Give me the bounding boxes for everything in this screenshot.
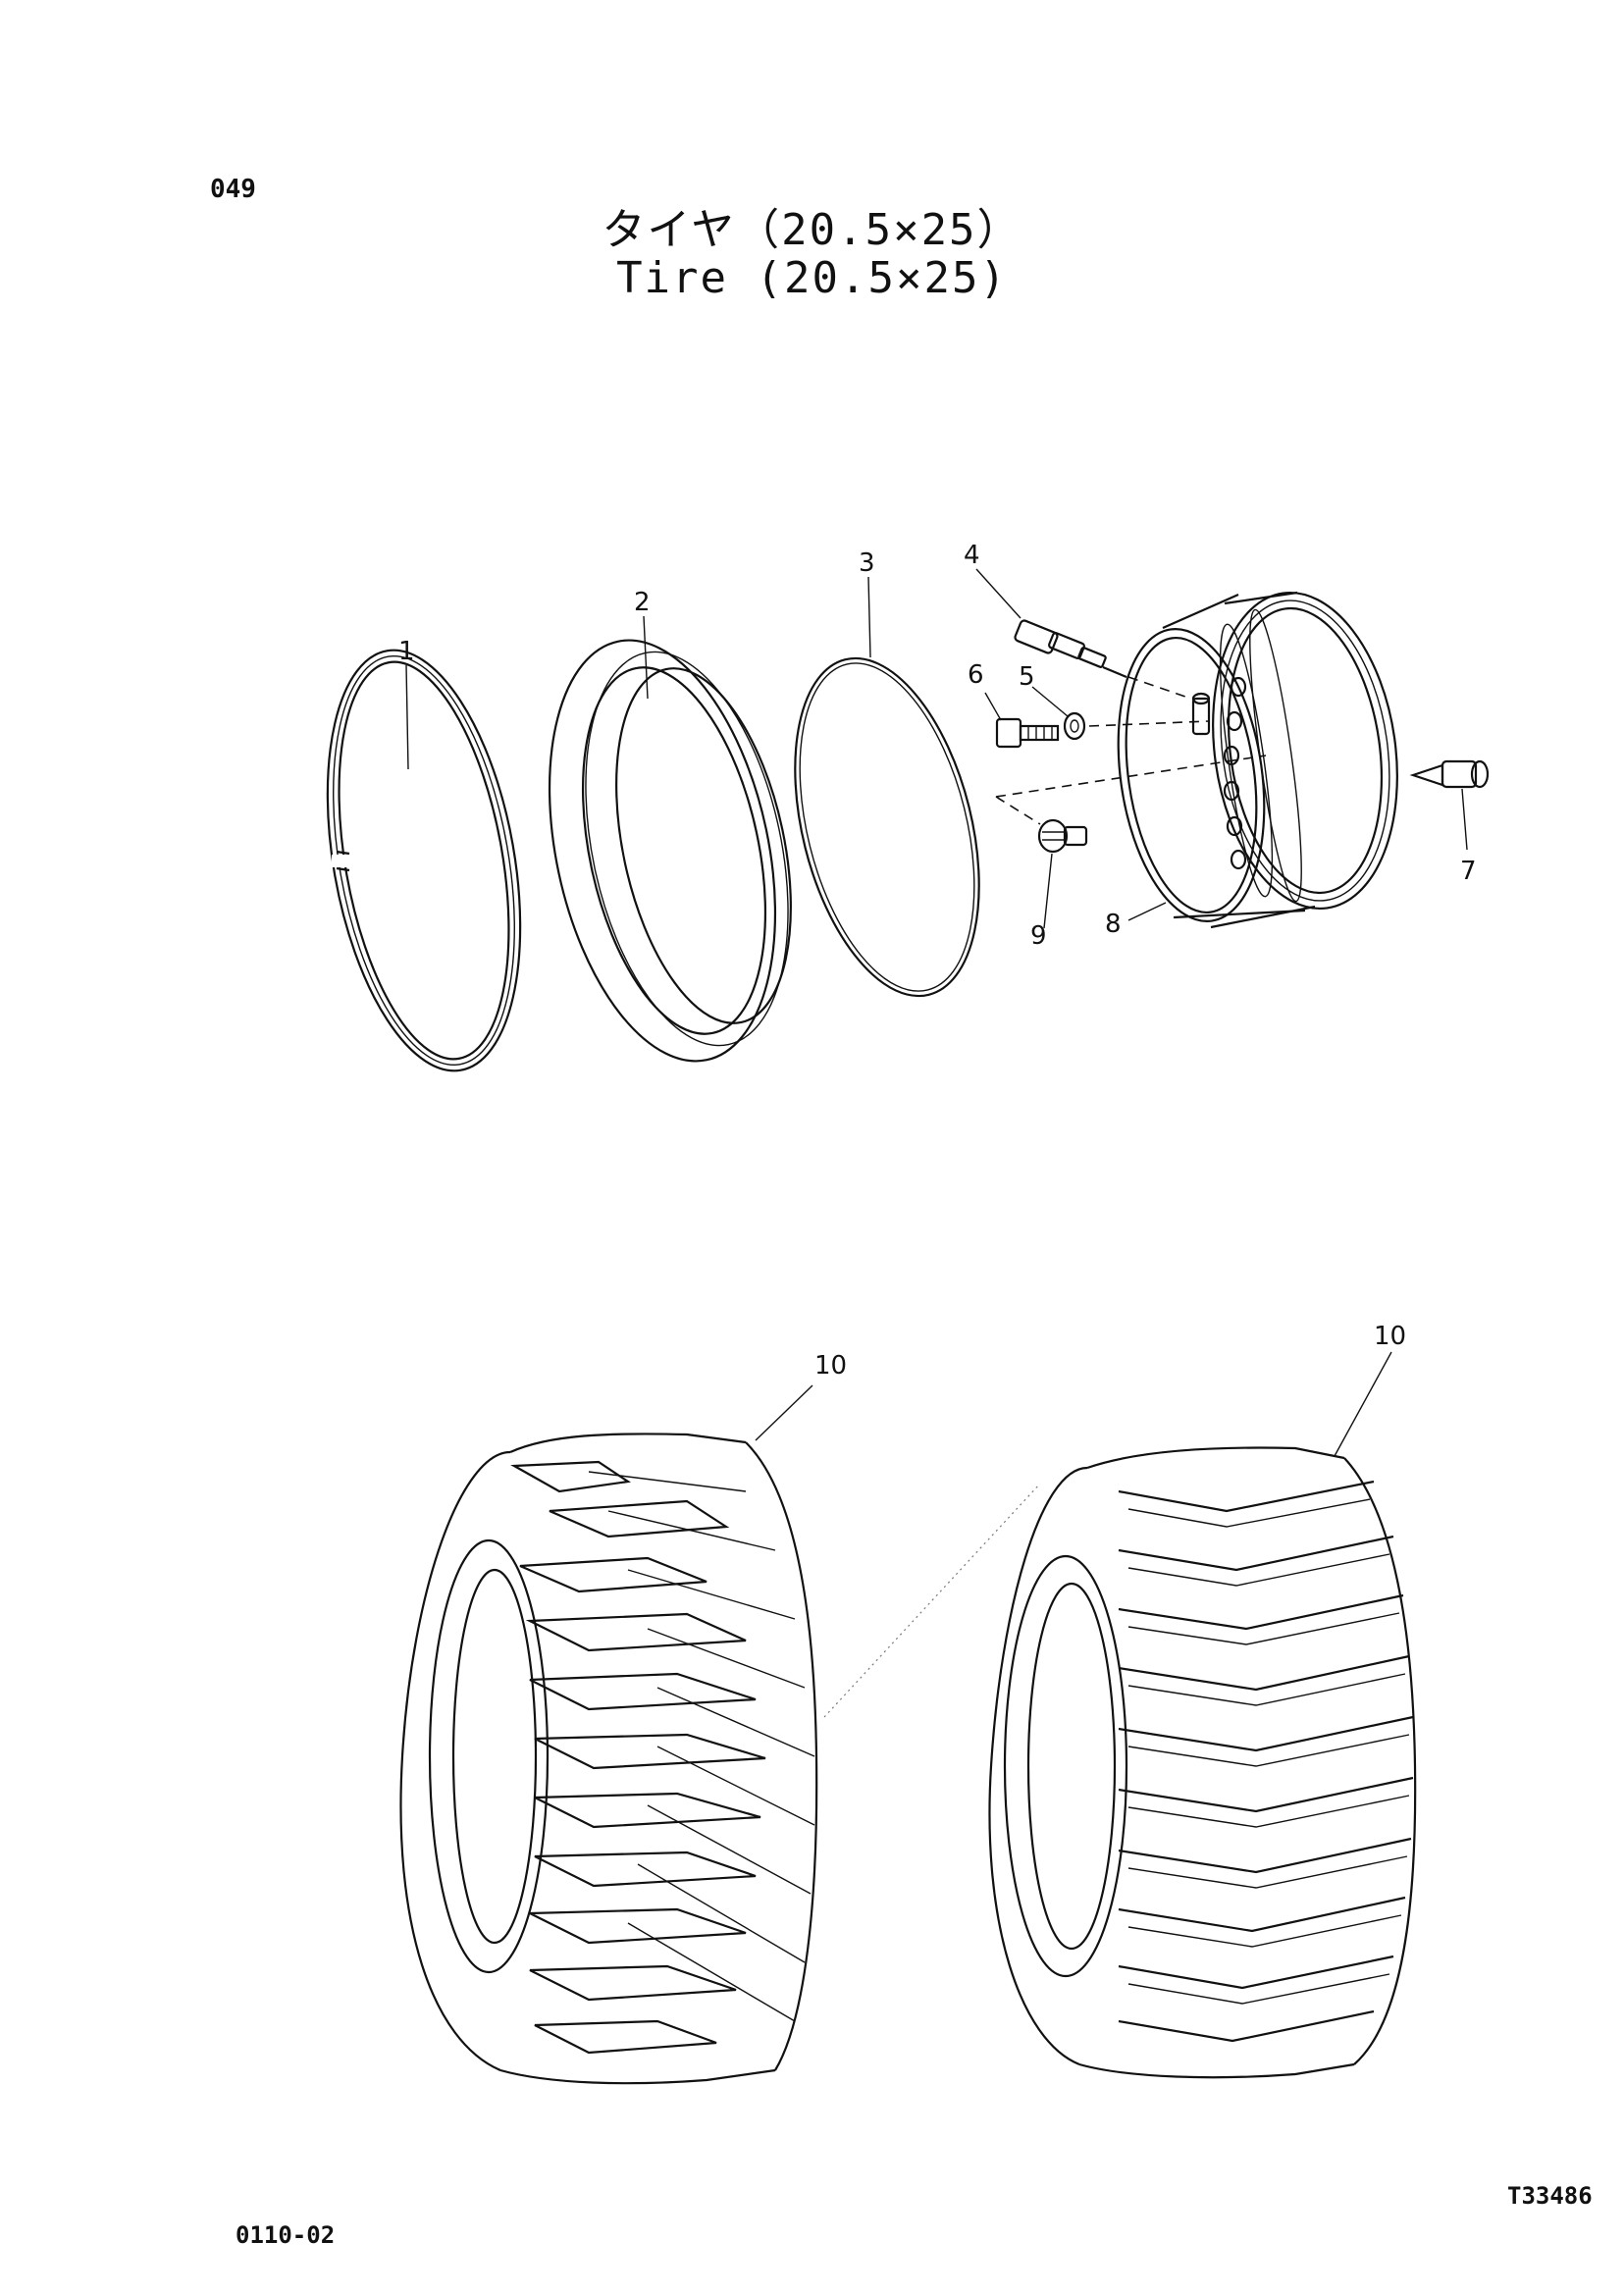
- callout-3: 3: [859, 548, 875, 578]
- tire-part-10-forestry-tread: [399, 1433, 818, 2085]
- title-japanese: タイヤ（20.5×25）: [602, 205, 1022, 255]
- title-english: Tire (20.5×25): [616, 253, 1008, 303]
- callout-2: 2: [634, 588, 651, 617]
- side-ring-part-2: [548, 639, 792, 1063]
- rim-wheel-part-8: [1117, 591, 1398, 929]
- callout-1: 1: [398, 637, 415, 666]
- assembly-dashed-lines: [995, 676, 1267, 825]
- bolt-part-6: [995, 717, 1060, 749]
- plug-part-9: [1037, 818, 1088, 854]
- callout-8: 8: [1105, 910, 1122, 939]
- callout-9: 9: [1030, 921, 1047, 951]
- valve-part-4: [1014, 619, 1127, 679]
- o-ring-part-3: [794, 656, 980, 998]
- callout-5: 5: [1019, 662, 1035, 692]
- callout-6: 6: [968, 660, 984, 690]
- tire-part-10-chevron-tread: [988, 1446, 1417, 2079]
- lock-ring-part-1: [326, 649, 522, 1072]
- callout-7: 7: [1460, 857, 1477, 886]
- pin-part-7: [1409, 759, 1490, 789]
- callout-10-left: 10: [814, 1351, 847, 1381]
- page-number: 049: [210, 175, 256, 204]
- callout-4: 4: [964, 541, 980, 570]
- footer-code: 0110-02: [236, 2221, 336, 2249]
- dotted-leader-line: [823, 1483, 1041, 1718]
- washer-part-5: [1063, 711, 1086, 741]
- drawing-number: T33486: [1507, 2182, 1593, 2210]
- callout-10-right: 10: [1374, 1322, 1406, 1351]
